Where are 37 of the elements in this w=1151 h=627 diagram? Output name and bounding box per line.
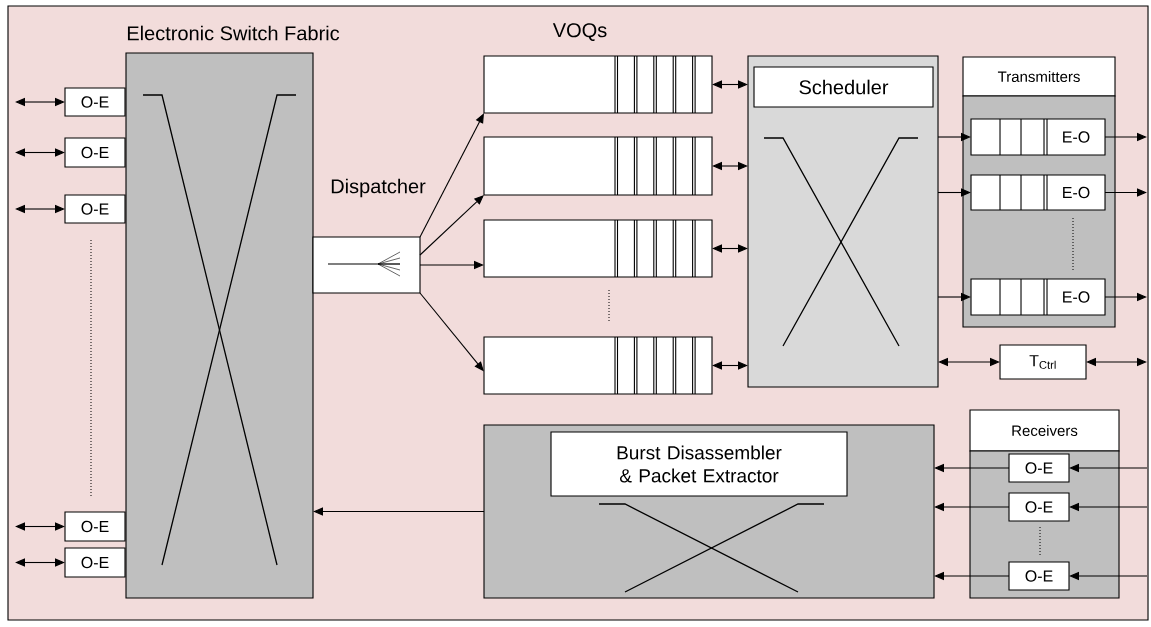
arrow	[937, 188, 971, 197]
arrow	[938, 357, 1000, 367]
converter-box: O-E	[64, 511, 126, 542]
converter-box: O-E	[64, 194, 126, 224]
arrow	[15, 558, 65, 567]
queue-box	[483, 55, 713, 114]
converter-box: O-E	[64, 137, 126, 168]
arrow	[712, 244, 748, 253]
converter-box: O-E	[1008, 492, 1070, 522]
arrow	[15, 204, 65, 214]
arrow	[15, 148, 65, 157]
arrow	[15, 97, 65, 107]
title-label: Transmitters	[962, 56, 1116, 97]
queue-box	[483, 336, 713, 395]
heading: Electronic Switch Fabric	[127, 25, 340, 41]
converter-box: O-E	[1008, 453, 1070, 483]
queue-box	[483, 219, 713, 278]
title-label: Burst Disassembler & Packet Extractor	[550, 431, 848, 497]
title-label: Scheduler	[753, 66, 934, 108]
transmitter-row: E-O	[970, 174, 1106, 211]
arrow	[712, 161, 748, 171]
converter-box: O-E	[1008, 561, 1070, 591]
converter-box: O-E	[64, 547, 126, 578]
arrow	[419, 113, 484, 238]
arrow	[419, 195, 484, 256]
converter-box: T$_{Ctrl}$	[999, 344, 1087, 380]
arrow	[15, 522, 65, 531]
heading: Dispatcher	[331, 178, 426, 198]
queue-box	[483, 136, 713, 196]
arrow	[1086, 357, 1147, 367]
converter-box: O-E	[64, 87, 126, 117]
arrow	[712, 80, 748, 89]
transmitter-row: E-O	[970, 278, 1106, 316]
arrow	[712, 361, 748, 370]
arrow	[313, 507, 485, 516]
transmitter-row: E-O	[970, 118, 1106, 156]
arrow	[1104, 188, 1147, 197]
